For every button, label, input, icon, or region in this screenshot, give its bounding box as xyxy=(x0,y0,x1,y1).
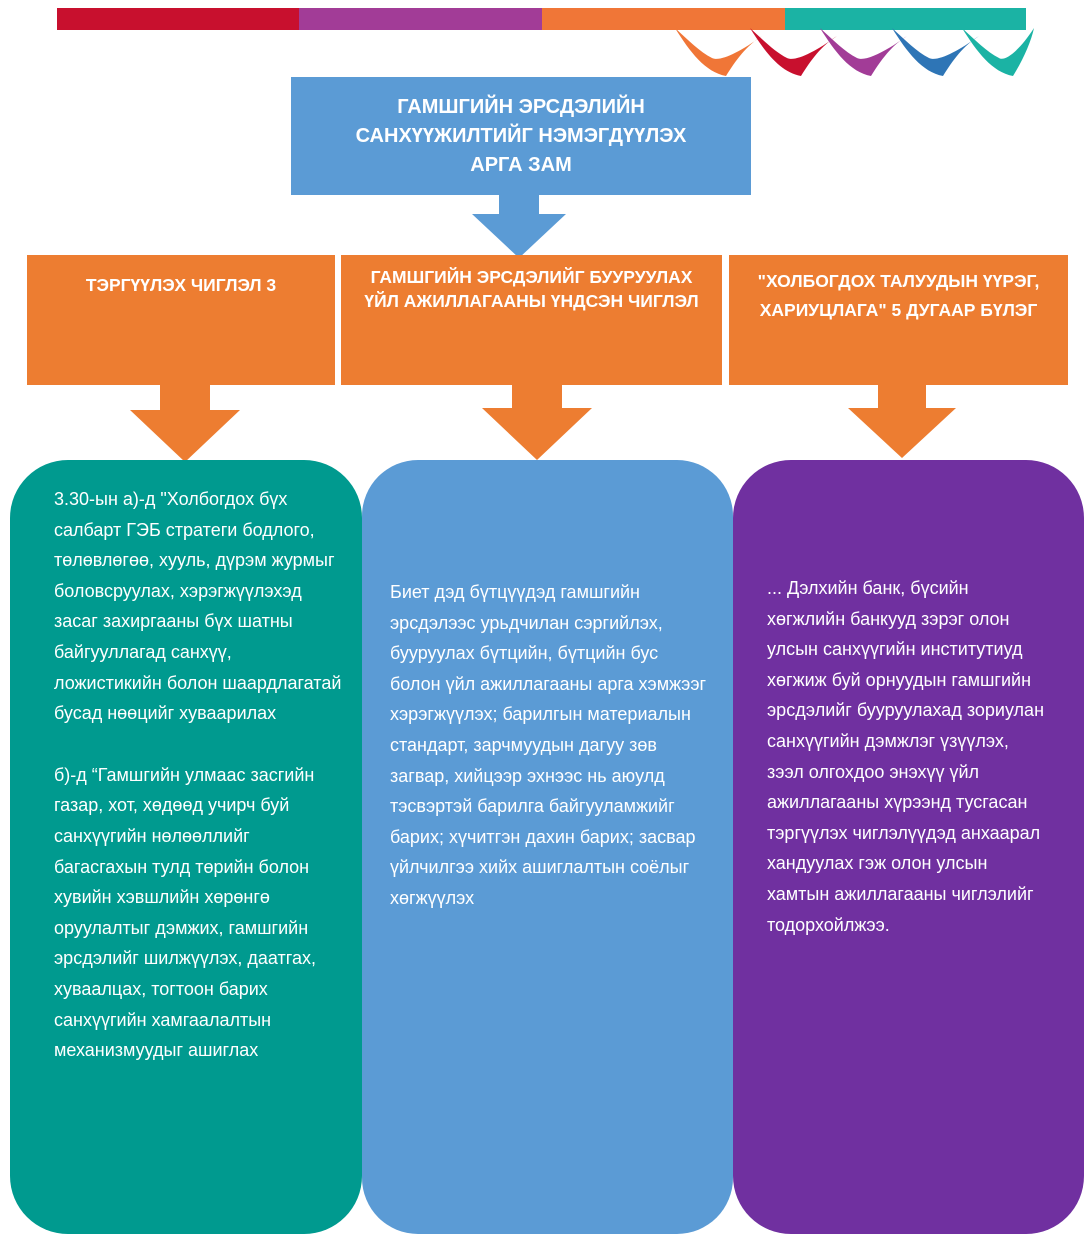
column-2-header: ГАМШГИЙН ЭРСДЭЛИЙГ БУУРУУЛАХ ҮЙЛ АЖИЛЛАГ… xyxy=(341,255,722,385)
column-1-header-text: ТЭРГҮҮЛЭХ ЧИГЛЭЛ 3 xyxy=(85,275,277,295)
wave-purple xyxy=(820,28,907,76)
wave-red xyxy=(750,28,837,76)
paragraph-gap xyxy=(54,729,342,760)
column-2-header-text: ГАМШГИЙН ЭРСДЭЛИЙГ БУУРУУЛАХ ҮЙЛ АЖИЛЛАГ… xyxy=(364,267,699,311)
card-purple: ... Дэлхийн банк, бүсийн хөгжлийн банкуу… xyxy=(733,460,1084,1234)
down-arrow-2 xyxy=(482,384,592,460)
title-box: ГАМШГИЙН ЭРСДЭЛИЙН САНХҮҮЖИЛТИЙГ НЭМЭГДҮ… xyxy=(291,77,751,195)
card-1-paragraph-1: 3.30-ын а)-д "Холбогдох бүх салбарт ГЭБ … xyxy=(54,489,342,724)
wave-ribbon-logo xyxy=(675,28,1034,76)
wave-teal xyxy=(962,28,1034,76)
card-1-paragraph-2: б)-д “Гамшгийн улмаас засгийн газар, хот… xyxy=(54,764,316,1061)
stripe-purple xyxy=(299,8,542,30)
title-text: ГАМШГИЙН ЭРСДЭЛИЙН САНХҮҮЖИЛТИЙГ НЭМЭГДҮ… xyxy=(355,95,687,176)
card-blue: Биет дэд бүтцүүдэд гамшгийн эрсдэлээс ур… xyxy=(362,460,733,1234)
stripe-teal xyxy=(785,8,1026,30)
card-3-paragraph-1: ... Дэлхийн банк, бүсийн хөгжлийн банкуу… xyxy=(767,578,1045,935)
down-arrow-1 xyxy=(130,384,240,462)
down-arrow-main xyxy=(472,194,566,258)
down-arrow-3 xyxy=(848,384,956,458)
column-3-header-text: "ХОЛБОГДОХ ТАЛУУДЫН ҮҮРЭГ, ХАРИУЦЛАГА" 5… xyxy=(757,271,1040,320)
card-teal: 3.30-ын а)-д "Холбогдох бүх салбарт ГЭБ … xyxy=(10,460,362,1234)
card-2-paragraph-1: Биет дэд бүтцүүдэд гамшгийн эрсдэлээс ур… xyxy=(390,582,707,908)
stripe-red xyxy=(57,8,299,30)
stripe-orange xyxy=(542,8,785,30)
column-1-header: ТЭРГҮҮЛЭХ ЧИГЛЭЛ 3 xyxy=(27,255,335,385)
wave-blue xyxy=(892,28,979,76)
wave-orange xyxy=(675,28,762,76)
column-3-header: "ХОЛБОГДОХ ТАЛУУДЫН ҮҮРЭГ, ХАРИУЦЛАГА" 5… xyxy=(729,255,1068,385)
